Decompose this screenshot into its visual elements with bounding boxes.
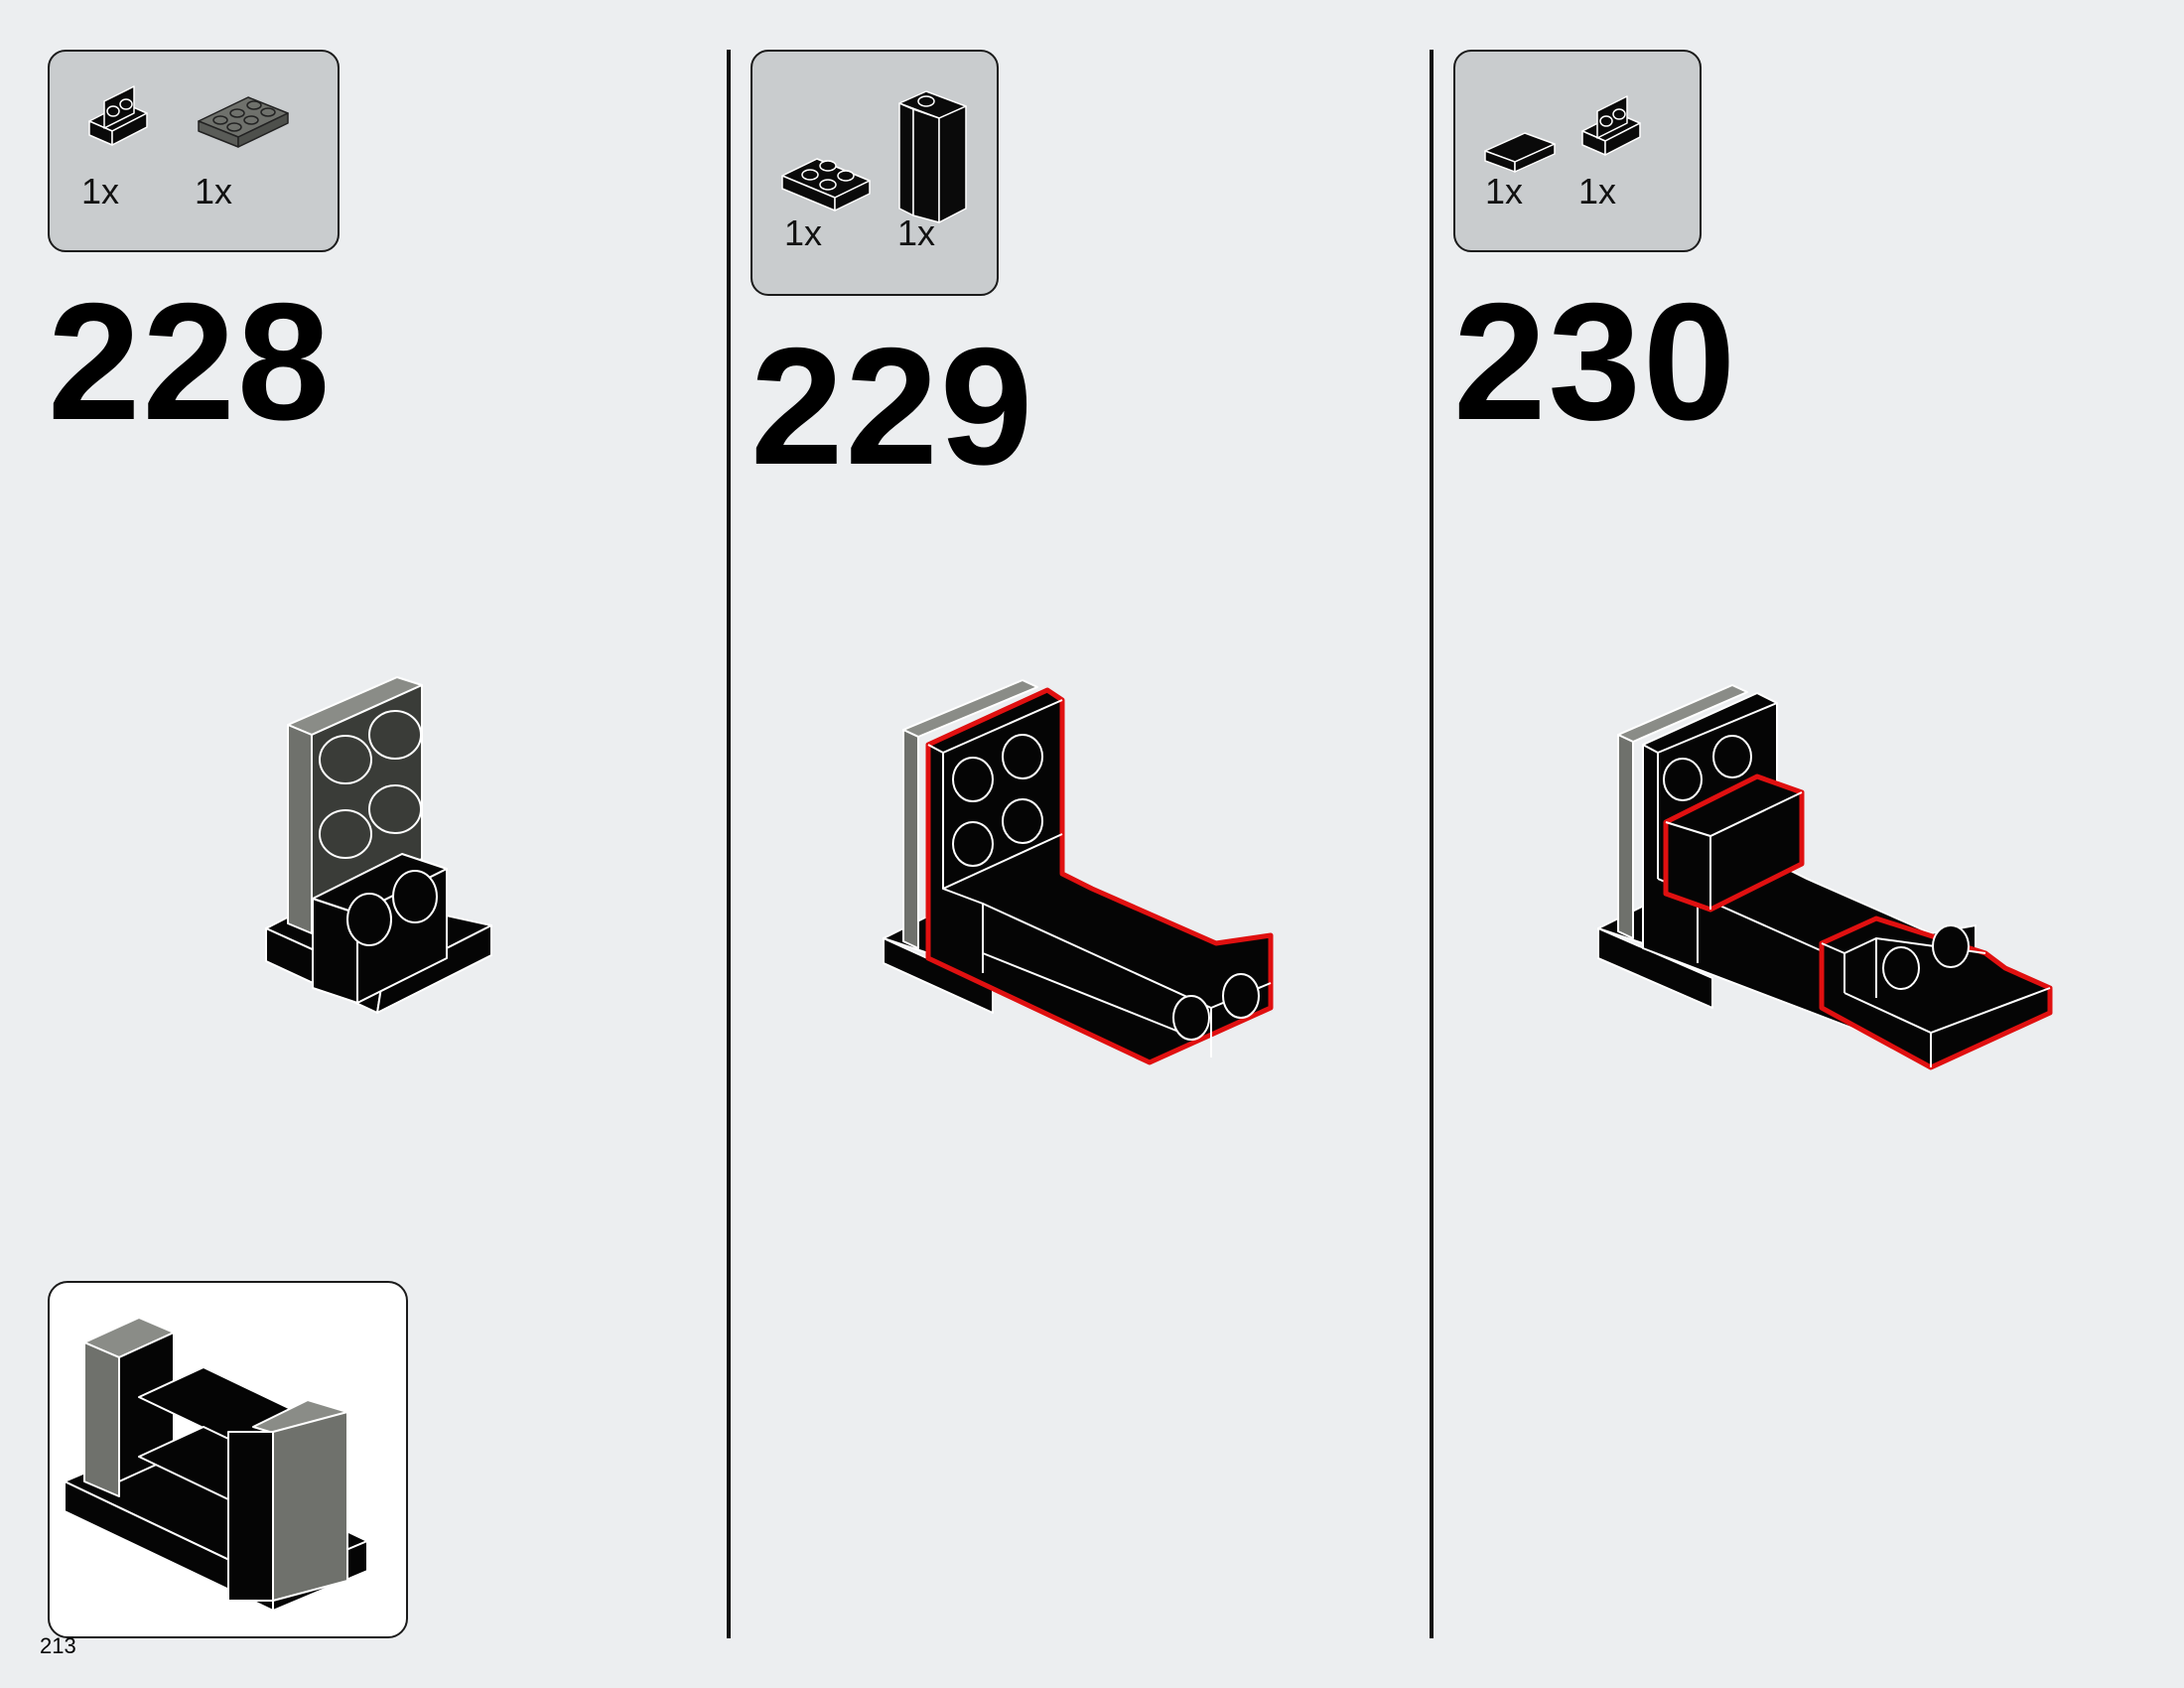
part-quantity: 1x xyxy=(195,171,233,211)
bracket-1x2-black-icon xyxy=(1581,95,1641,156)
column-divider-1 xyxy=(727,50,731,1638)
step-number-228: 228 xyxy=(48,268,333,455)
column-divider-2 xyxy=(1430,50,1433,1638)
part-quantity: 1x xyxy=(1578,171,1617,211)
plate-2x3-dark-gray-icon xyxy=(198,96,289,148)
bracket-1x2-black-icon xyxy=(88,85,148,146)
part-quantity: 1x xyxy=(784,212,823,253)
parts-list-step-229: 1x 1x xyxy=(751,50,999,296)
sub-assembly-callout xyxy=(48,1281,408,1638)
step-number-230: 230 xyxy=(1453,268,1738,455)
part-quantity: 1x xyxy=(81,171,120,211)
panel-1x2x3-black-icon xyxy=(898,90,967,223)
part-quantity: 1x xyxy=(897,212,936,253)
parts-list-step-230: 1x 1x xyxy=(1453,50,1702,252)
part-quantity: 1x xyxy=(1485,171,1524,211)
model-step-230 xyxy=(1597,684,2053,1070)
page-number: 213 xyxy=(40,1633,76,1658)
model-step-228 xyxy=(265,676,492,1014)
parts-list-step-228: 1x 1x xyxy=(48,50,340,252)
tile-1x2-black-icon xyxy=(1484,132,1556,173)
plate-2x2-black-icon xyxy=(781,158,871,211)
step-number-229: 229 xyxy=(751,313,1035,499)
model-step-229 xyxy=(883,679,1274,1065)
